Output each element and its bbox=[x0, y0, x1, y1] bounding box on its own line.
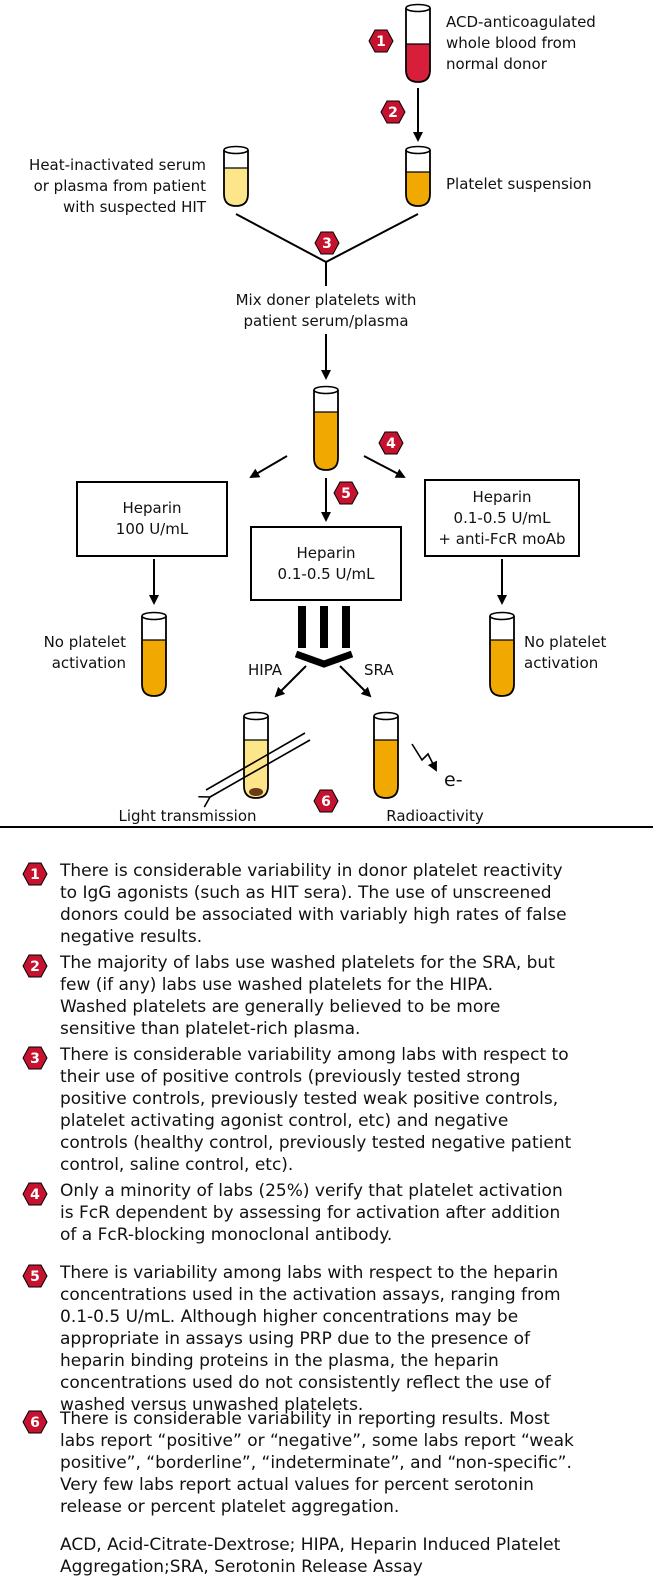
note-line: There is considerable variability among … bbox=[60, 1045, 569, 1065]
note-line: few (if any) labs use washed platelets f… bbox=[60, 975, 494, 995]
hipa-tube bbox=[243, 711, 269, 799]
svg-text:6: 6 bbox=[321, 794, 331, 810]
sra-label: SRA bbox=[364, 661, 394, 679]
svg-text:1: 1 bbox=[30, 867, 40, 883]
note-line: donors could be associated with variably… bbox=[60, 905, 567, 925]
note-line: control, saline control, etc). bbox=[60, 1155, 294, 1175]
split-chevron bbox=[294, 650, 354, 668]
note-text-2: The majority of labs use washed platelet… bbox=[60, 952, 650, 1040]
arrow-to-right-box bbox=[363, 455, 406, 478]
mixture-tube bbox=[313, 385, 339, 471]
note-line: concentrations used in the activation as… bbox=[60, 1285, 561, 1305]
svg-text:4: 4 bbox=[30, 1187, 40, 1203]
note-badge-1: 1 bbox=[22, 862, 48, 886]
triple-bars bbox=[298, 606, 350, 648]
svg-text:5: 5 bbox=[30, 1269, 40, 1285]
abbreviations: ACD, Acid-Citrate-Dextrose; HIPA, Hepari… bbox=[60, 1535, 561, 1577]
badge-3: 3 bbox=[314, 231, 340, 255]
note-line: Only a minority of labs (25%) verify tha… bbox=[60, 1181, 563, 1201]
note-line: positive controls, previously tested wea… bbox=[60, 1089, 559, 1109]
note-badge-5: 5 bbox=[22, 1264, 48, 1288]
note-line: appropriate in assays using PRP due to t… bbox=[60, 1329, 531, 1349]
svg-text:1: 1 bbox=[376, 34, 386, 50]
note-line: washed versus unwashed platelets. bbox=[60, 1395, 364, 1415]
note-line: The majority of labs use washed platelet… bbox=[60, 953, 555, 973]
note-line: release or percent platelet aggregation. bbox=[60, 1497, 400, 1517]
svg-text:2: 2 bbox=[30, 959, 40, 975]
note-line: Very few labs report actual values for p… bbox=[60, 1475, 534, 1495]
note-line: to IgG agonists (such as HIT sera). The … bbox=[60, 883, 552, 903]
note-line: There is considerable variability in don… bbox=[60, 861, 563, 881]
svg-text:5: 5 bbox=[341, 486, 351, 502]
note-text-3: There is considerable variability among … bbox=[60, 1044, 650, 1176]
platelet-suspension-tube bbox=[405, 145, 431, 207]
note-line: sensitive than platelet-rich plasma. bbox=[60, 1019, 361, 1039]
note-text-6: There is considerable variability in rep… bbox=[60, 1408, 650, 1518]
badge-4: 4 bbox=[378, 431, 404, 455]
note-line: 0.1-0.5 U/mL. Although higher concentrat… bbox=[60, 1307, 519, 1327]
left-result-tube bbox=[141, 611, 167, 697]
svg-text:2: 2 bbox=[388, 105, 398, 121]
badge-2: 2 bbox=[380, 100, 406, 124]
note-badge-2: 2 bbox=[22, 954, 48, 978]
badge-6: 6 bbox=[313, 789, 339, 813]
note-badge-4: 4 bbox=[22, 1182, 48, 1206]
badge-1: 1 bbox=[368, 29, 394, 53]
note-line: their use of positive controls (previous… bbox=[60, 1067, 521, 1087]
radiation-arrow bbox=[411, 743, 437, 772]
svg-text:3: 3 bbox=[322, 236, 332, 252]
note-line: positive”, “borderline”, “indeterminate”… bbox=[60, 1453, 572, 1473]
serum-tube bbox=[223, 145, 249, 207]
radioactivity-label: Radioactivity bbox=[386, 807, 484, 825]
note-line: negative results. bbox=[60, 927, 203, 947]
light-transmission-label: Light transmission bbox=[118, 807, 257, 825]
note-badge-6: 6 bbox=[22, 1410, 48, 1434]
note-badge-3: 3 bbox=[22, 1046, 48, 1070]
note-line: There is variability among labs with res… bbox=[60, 1263, 559, 1283]
note-line: concentrations used do not consistently … bbox=[60, 1373, 551, 1393]
blood-tube bbox=[405, 3, 431, 83]
note-line: controls (healthy control, previously te… bbox=[60, 1133, 572, 1153]
note-line: There is considerable variability in rep… bbox=[60, 1409, 550, 1429]
svg-text:6: 6 bbox=[30, 1415, 40, 1431]
platelet-suspension-label: Platelet suspension bbox=[446, 175, 592, 193]
arrow-to-hipa bbox=[274, 665, 307, 698]
hipa-label: HIPA bbox=[248, 661, 283, 679]
note-line: labs report “positive” or “negative”, so… bbox=[60, 1431, 574, 1451]
right-result-tube bbox=[489, 611, 515, 697]
note-text-5: There is variability among labs with res… bbox=[60, 1262, 650, 1416]
note-line: Washed platelets are generally believed … bbox=[60, 997, 501, 1017]
workflow-diagram bbox=[141, 3, 515, 808]
note-text-4: Only a minority of labs (25%) verify tha… bbox=[60, 1180, 650, 1246]
note-text-1: There is considerable variability in don… bbox=[60, 860, 650, 948]
note-line: platelet activating agonist control, etc… bbox=[60, 1111, 509, 1131]
note-line: of a FcR-blocking monoclonal antibody. bbox=[60, 1225, 393, 1245]
svg-text:3: 3 bbox=[30, 1051, 40, 1067]
section-divider bbox=[0, 826, 653, 828]
e-minus-label: e- bbox=[444, 769, 463, 791]
note-line: is FcR dependent by assessing for activa… bbox=[60, 1203, 561, 1223]
badge-5: 5 bbox=[333, 481, 359, 505]
note-line: heparin binding proteins in the plasma, … bbox=[60, 1351, 499, 1371]
sra-tube bbox=[373, 711, 399, 799]
light-beam bbox=[198, 732, 311, 808]
svg-text:4: 4 bbox=[386, 436, 396, 452]
arrow-to-left-box bbox=[249, 455, 288, 479]
arrow-to-sra bbox=[339, 665, 372, 698]
